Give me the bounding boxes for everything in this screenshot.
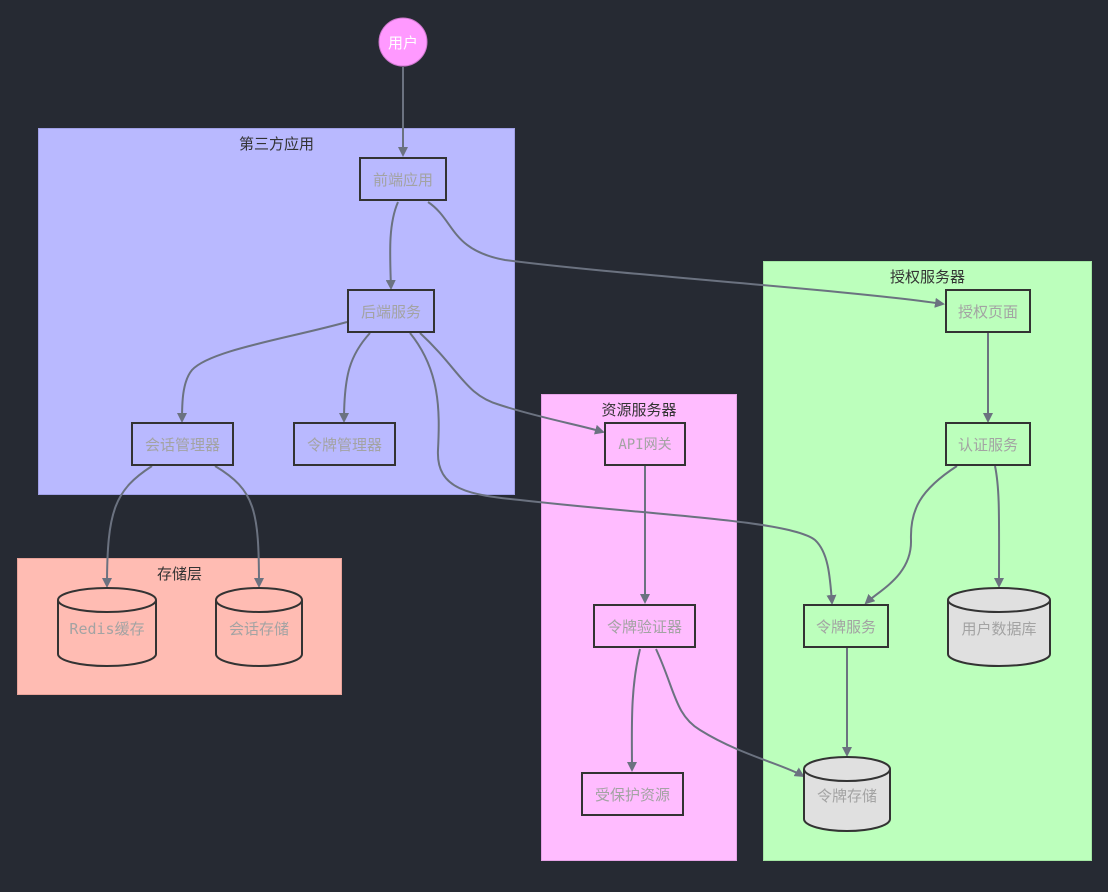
edge-validator-tokenstore (655, 648, 805, 778)
edge-backend-apigw (419, 332, 605, 435)
cluster-resource-server: 资源服务器 (541, 394, 737, 861)
token-store-label: 令牌存储 (816, 786, 877, 805)
backend-service-node: 后端服务 (347, 289, 435, 333)
edge-frontend-authpage (427, 201, 945, 308)
session-store-cylinder (215, 587, 303, 667)
user-node-shape (378, 17, 428, 67)
edge-validator-resource (626, 648, 641, 772)
token-manager-node: 令牌管理器 (293, 422, 396, 466)
edge-authsvc-userdb (994, 465, 1005, 588)
edge-sessionmgr-redis (102, 465, 153, 588)
user-db-label: 用户数据库 (961, 619, 1037, 638)
cluster-title-storage: 存储层 (156, 565, 202, 583)
redis-cache-label: Redis缓存 (69, 619, 145, 638)
edge-sessionmgr-sessionstore (214, 465, 264, 588)
protected-resource-node: 受保护资源 (581, 772, 684, 816)
auth-service-node: 认证服务 (945, 422, 1031, 466)
edge-backend-sessionmgr (177, 321, 348, 423)
cluster-third-party-app: 第三方应用 (38, 128, 515, 495)
auth-page-node: 授权页面 (945, 289, 1031, 333)
session-manager-node: 会话管理器 (131, 422, 234, 466)
api-gateway-node: API网关 (604, 422, 686, 466)
edge-backend-tokenmgr (339, 332, 371, 423)
redis-cache-cylinder (57, 587, 157, 667)
token-validator-node: 令牌验证器 (593, 604, 696, 648)
cluster-title-auth: 授权服务器 (889, 268, 965, 286)
cluster-title-resource: 资源服务器 (601, 401, 677, 419)
frontend-app-node: 前端应用 (359, 157, 447, 201)
edge-frontend-backend (385, 201, 399, 290)
user-db-cylinder (947, 587, 1051, 667)
token-service-node: 令牌服务 (803, 604, 889, 648)
edge-authsvc-tokensvc (864, 465, 958, 605)
cluster-title-third-party: 第三方应用 (238, 135, 314, 153)
edge-backend-tokensvc (409, 332, 837, 605)
user-node: 用户 (387, 33, 418, 52)
token-store-cylinder (803, 756, 891, 832)
session-store-label: 会话存储 (228, 619, 289, 638)
